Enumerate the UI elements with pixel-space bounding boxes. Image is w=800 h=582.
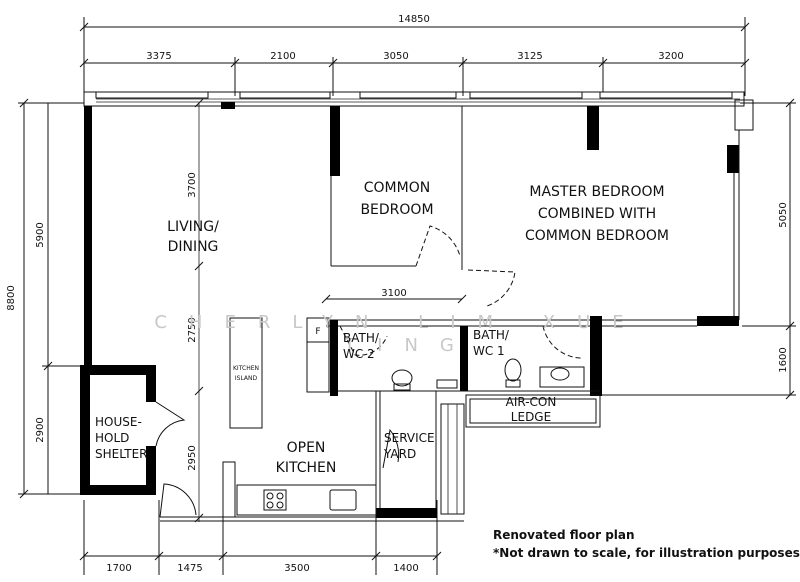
common-bedroom-label-2: BEDROOM [360, 202, 433, 218]
shelter-label-1: HOUSE- [95, 415, 142, 429]
bottom-dimensions: 1700 1475 3500 1400 [79, 500, 442, 575]
basin-wc1 [550, 367, 570, 381]
fridge-label: F [315, 327, 320, 337]
dim-top-4: 3125 [517, 51, 542, 62]
doors [155, 225, 584, 518]
dim-living-1: 3700 [187, 172, 198, 197]
living-vertical-dimension: 3700 2750 2950 [187, 98, 204, 523]
bath-dimension: 3100 [321, 288, 467, 304]
toilet-wc1 [504, 358, 522, 382]
dim-top-5: 3200 [658, 51, 683, 62]
shelter-label-2: HOLD [95, 431, 129, 445]
caption-note: *Not drawn to scale, for illustration pu… [493, 546, 800, 560]
dim-left-total: 8800 [6, 285, 17, 310]
dim-bottom-1: 1700 [106, 563, 131, 574]
bath1-label-2: WC 1 [473, 344, 505, 358]
toilet-wc2 [391, 369, 413, 387]
walls [80, 106, 740, 522]
watermark-line1: CHERLYN LIM XUE [154, 312, 645, 333]
fixtures [222, 317, 585, 518]
dim-bottom-3: 3500 [284, 563, 309, 574]
dim-bath-width: 3100 [381, 288, 406, 299]
dim-left-1: 5900 [35, 222, 46, 247]
aircon-label-2: LEDGE [511, 410, 551, 424]
dim-right-1: 5050 [778, 202, 789, 227]
island-label-1: KITCHEN [233, 365, 259, 372]
dim-bottom-4: 1400 [393, 563, 418, 574]
living-label-1: LIVING/ [167, 219, 219, 235]
service-yard-label-1: SERVICE [384, 431, 435, 445]
master-bedroom-label-3: COMMON BEDROOM [525, 228, 669, 244]
shelter-label-3: SHELTER [95, 447, 148, 461]
watermark-line2: TING [343, 335, 476, 356]
room-labels: LIVING/ DINING COMMON BEDROOM MASTER BED… [95, 180, 669, 476]
service-yard-label-2: YARD [383, 447, 416, 461]
dim-total-width: 14850 [398, 14, 430, 25]
dim-right-2: 1600 [778, 347, 789, 372]
kitchen-island [229, 317, 263, 429]
caption-title: Renovated floor plan [493, 528, 635, 542]
kitchen-label-1: OPEN [287, 440, 326, 456]
dim-top-2: 2100 [270, 51, 295, 62]
kitchen-label-2: KITCHEN [276, 460, 337, 476]
aircon-label-1: AIR-CON [506, 395, 557, 409]
dim-living-2: 2750 [187, 317, 198, 342]
bath2-label-1: BATH/ [343, 331, 380, 345]
bath2-label-2: WC 2 [343, 347, 375, 361]
master-bedroom-label-1: MASTER BEDROOM [529, 184, 664, 200]
dim-top-3: 3050 [383, 51, 408, 62]
top-dimensions: 14850 3375 2100 3050 3125 3200 [79, 14, 750, 96]
island-label-2: ISLAND [235, 375, 258, 382]
dim-top-1: 3375 [146, 51, 171, 62]
kitchen-counter [236, 484, 377, 516]
living-label-2: DINING [168, 239, 219, 255]
common-bedroom-label-1: COMMON [364, 180, 430, 196]
master-bedroom-label-2: COMBINED WITH [538, 206, 656, 222]
watermark: CHERLYN LIM XUE TING [154, 312, 645, 356]
dim-bottom-2: 1475 [177, 563, 202, 574]
top-windows [83, 91, 754, 131]
left-dimensions: 8800 5900 2900 [6, 98, 84, 499]
bath1-label-1: BATH/ [473, 328, 510, 342]
dim-living-3: 2950 [187, 445, 198, 470]
dim-left-2: 2900 [35, 417, 46, 442]
right-dimensions: 5050 1600 [600, 98, 796, 400]
